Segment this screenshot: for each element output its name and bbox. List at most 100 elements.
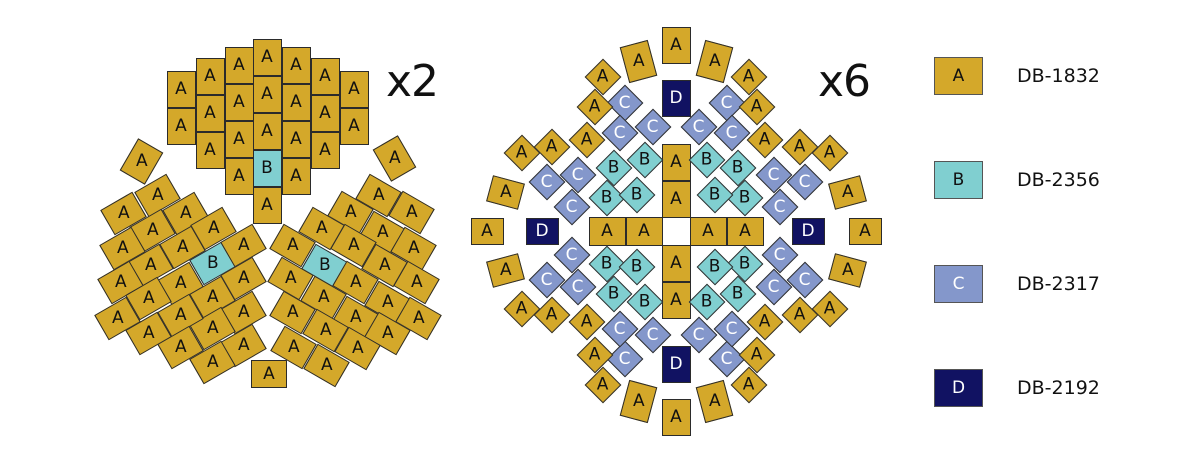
tile-a: A	[533, 128, 571, 166]
legend-item-b: B DB-2356	[934, 161, 1100, 199]
tile-b: B	[618, 176, 656, 214]
tile-b: B	[726, 179, 764, 217]
tile-b: B	[719, 275, 757, 313]
legend-item-a: A DB-1832	[934, 57, 1100, 95]
tile-a: A	[584, 58, 622, 96]
tile-c: C	[786, 163, 824, 201]
tile-a: A	[310, 58, 340, 95]
tile-a: A	[252, 187, 282, 224]
tile-c: C	[606, 84, 644, 122]
tile-a: A	[485, 174, 525, 210]
tile-a: A	[310, 95, 340, 132]
tile-c: C	[553, 188, 591, 226]
tile-a: A	[470, 217, 504, 245]
tile-a: A	[503, 290, 541, 328]
tile-b: B	[688, 141, 726, 179]
tile-d: D	[525, 217, 559, 245]
tile-b: B	[595, 275, 633, 313]
tile-a: A	[746, 303, 784, 341]
tile-a: A	[166, 108, 196, 145]
tile-b: B	[626, 141, 664, 179]
tile-a: A	[310, 132, 340, 169]
tile-a: A	[339, 71, 369, 108]
tile-a: A	[827, 174, 867, 210]
tile-d: D	[661, 345, 691, 383]
tile-a: A	[619, 39, 657, 83]
legend-item-c: C DB-2317	[934, 265, 1100, 303]
tile-a: A	[661, 180, 691, 218]
tile-a: A	[503, 134, 541, 172]
tile-c: C	[713, 310, 751, 348]
tile-c: C	[528, 261, 566, 299]
tile-a: A	[695, 379, 733, 423]
legend-label-b: DB-2356	[1017, 169, 1100, 191]
legend-label-a: DB-1832	[1017, 65, 1100, 87]
tile-c: C	[559, 156, 597, 194]
tile-a: A	[568, 303, 606, 341]
tile-a: A	[811, 290, 849, 328]
tile-c: C	[708, 340, 746, 378]
tile-a: A	[848, 217, 882, 245]
tile-b: B	[696, 248, 734, 286]
tile-a: A	[689, 216, 727, 246]
tile-a: A	[224, 121, 254, 158]
legend-swatch-b: B	[934, 161, 983, 199]
tile-a: A	[281, 158, 311, 195]
tile-c: C	[606, 340, 644, 378]
tile-a: A	[339, 108, 369, 145]
tile-a: A	[251, 360, 287, 388]
tile-a: A	[195, 95, 225, 132]
tile-d: D	[661, 79, 691, 117]
tile-a: A	[224, 158, 254, 195]
tile-c: C	[601, 310, 639, 348]
tile-b: B	[696, 176, 734, 214]
tile-c: C	[786, 261, 824, 299]
tile-a: A	[252, 113, 282, 150]
tile-a: A	[661, 26, 691, 64]
tile-a: A	[661, 398, 691, 436]
tile-a: A	[576, 336, 614, 374]
tile-a: A	[281, 84, 311, 121]
legend-label-d: DB-2192	[1017, 377, 1100, 399]
tile-a: A	[281, 47, 311, 84]
tile-a: A	[195, 132, 225, 169]
tile-d: D	[791, 217, 825, 245]
tile-a: A	[588, 216, 626, 246]
tile-a: A	[726, 216, 764, 246]
tile-c: C	[708, 84, 746, 122]
tile-a: A	[281, 121, 311, 158]
tile-b: B	[588, 179, 626, 217]
tile-a: A	[372, 134, 416, 182]
tile-c: C	[755, 156, 793, 194]
tile-a: A	[166, 71, 196, 108]
tile-a: A	[746, 121, 784, 159]
tile-a: A	[811, 134, 849, 172]
tile-a: A	[533, 296, 571, 334]
tile-b: B	[595, 149, 633, 187]
tile-a: A	[661, 244, 691, 282]
tile-a: A	[224, 47, 254, 84]
tile-a: A	[695, 39, 733, 83]
legend-swatch-c: C	[934, 265, 983, 303]
legend-item-d: D DB-2192	[934, 369, 1100, 407]
tile-a: A	[584, 366, 622, 404]
tile-a: A	[738, 88, 776, 126]
tile-a: A	[568, 121, 606, 159]
right-flower-multiplier: x6	[818, 56, 871, 107]
tile-b: B	[618, 248, 656, 286]
tile-a: A	[485, 252, 525, 288]
tile-a: A	[730, 366, 768, 404]
tile-b: B	[626, 283, 664, 321]
tile-a: A	[730, 58, 768, 96]
tile-b: B	[719, 149, 757, 187]
tile-b: B	[252, 150, 282, 187]
left-flower-multiplier: x2	[386, 56, 439, 107]
tile-a: A	[781, 296, 819, 334]
legend-swatch-d: D	[934, 369, 983, 407]
tile-b: B	[688, 283, 726, 321]
tile-a: A	[781, 128, 819, 166]
legend-swatch-a: A	[934, 57, 983, 95]
tile-c: C	[601, 114, 639, 152]
tile-a: A	[252, 76, 282, 113]
